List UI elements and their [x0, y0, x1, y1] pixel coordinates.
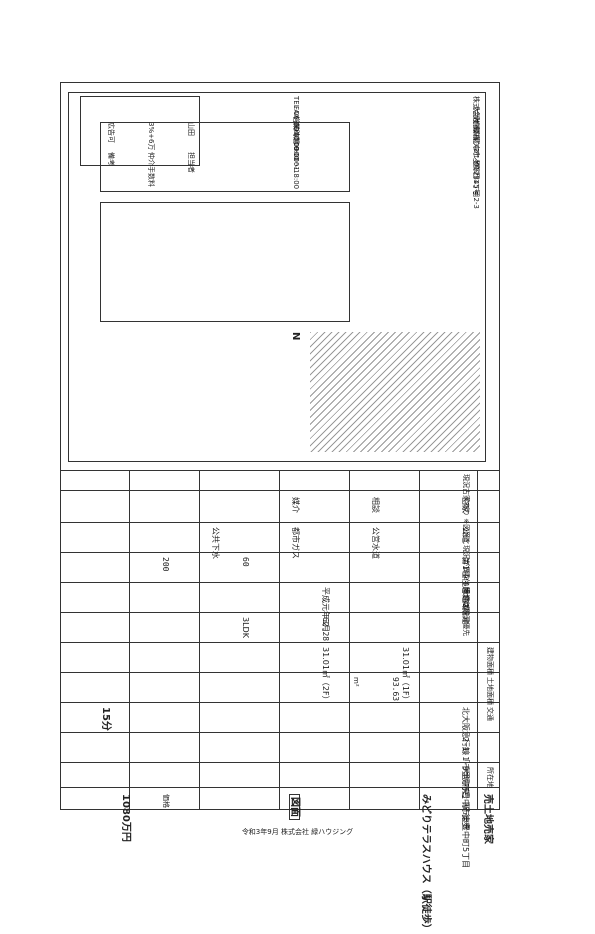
row-divider — [419, 470, 420, 810]
divider — [60, 552, 500, 553]
land-area-label: 土地面積 — [486, 677, 494, 705]
divider — [60, 642, 500, 643]
company-hours: 営業時間 9:00〜18:00 — [292, 116, 300, 190]
transport: 北大阪急行線「千里中央」駅 徒歩 — [461, 707, 470, 830]
unit: m² — [352, 677, 360, 687]
plan: 3LDK — [241, 617, 250, 638]
row-divider — [129, 470, 130, 810]
divider — [60, 787, 500, 788]
rotated-flyer: 売土地売家 みどりテラスハウス（駅徒歩） 図面 価格 1080万円 所在地 大阪… — [60, 82, 500, 934]
coverage: 60 — [241, 557, 250, 567]
gas: 都市ガス — [291, 527, 300, 559]
ad-col3: 備考 — [107, 152, 115, 166]
building-label: 建物面積 — [486, 647, 494, 675]
footer: 令和3年9月 株式会社 緑ハウジング — [241, 828, 354, 836]
north-arrow: N — [290, 332, 301, 341]
delivery: 相談 — [371, 497, 380, 513]
flyer-landscape: 売土地売家 みどりテラスハウス（駅徒歩） 図面 価格 1080万円 所在地 大阪… — [60, 82, 500, 934]
divider — [60, 490, 500, 491]
row-divider — [279, 470, 280, 810]
location-label: 所在地 — [486, 767, 494, 788]
row-divider — [199, 470, 200, 810]
ad-col2: 仲介手数料 — [147, 152, 155, 187]
ad-col1: 担当者 — [187, 152, 195, 173]
land-area-value: 93.63 — [391, 677, 400, 702]
row-divider — [477, 470, 478, 810]
company-address: 大阪府豊中市上野西1丁目2-3 — [472, 116, 480, 209]
area-map — [310, 332, 480, 452]
divider — [60, 612, 500, 613]
ad-table — [80, 96, 200, 166]
stamp: 図面 — [289, 794, 300, 820]
divider — [60, 672, 500, 673]
floor1: 31.01㎡（1F） — [401, 647, 410, 704]
ad-r1c3: 広告可 — [107, 122, 115, 143]
price-label: 価格 — [162, 794, 170, 808]
transaction: 媒介 — [291, 497, 300, 513]
divider — [60, 582, 500, 583]
floor-plan-1f — [100, 202, 350, 322]
listing-title: みどりテラスハウス（駅徒歩） — [420, 794, 431, 934]
far: 200 — [161, 557, 170, 572]
sewer: 公共下水 — [211, 527, 220, 559]
transport-label: 交通 — [486, 707, 494, 721]
minutes: 15分 — [100, 707, 111, 731]
year-built: 平成元年3月 — [321, 587, 330, 633]
divider — [60, 702, 500, 703]
water: 公営水道 — [371, 527, 380, 559]
floor2: 31.01㎡（2F） — [321, 647, 330, 704]
divider — [60, 732, 500, 733]
ad-r1c2: 3%+6万 — [147, 122, 155, 151]
row-divider — [349, 470, 350, 810]
divider — [60, 522, 500, 523]
remarks: 現況古家あり ※図面と現況が異なる場合は現況優先 — [462, 474, 470, 637]
ad-r1c1: 山田 — [187, 122, 195, 136]
document-page: 売土地売家 みどりテラスハウス（駅徒歩） 図面 価格 1080万円 所在地 大阪… — [60, 82, 500, 934]
divider — [60, 762, 500, 763]
divider — [60, 470, 500, 471]
